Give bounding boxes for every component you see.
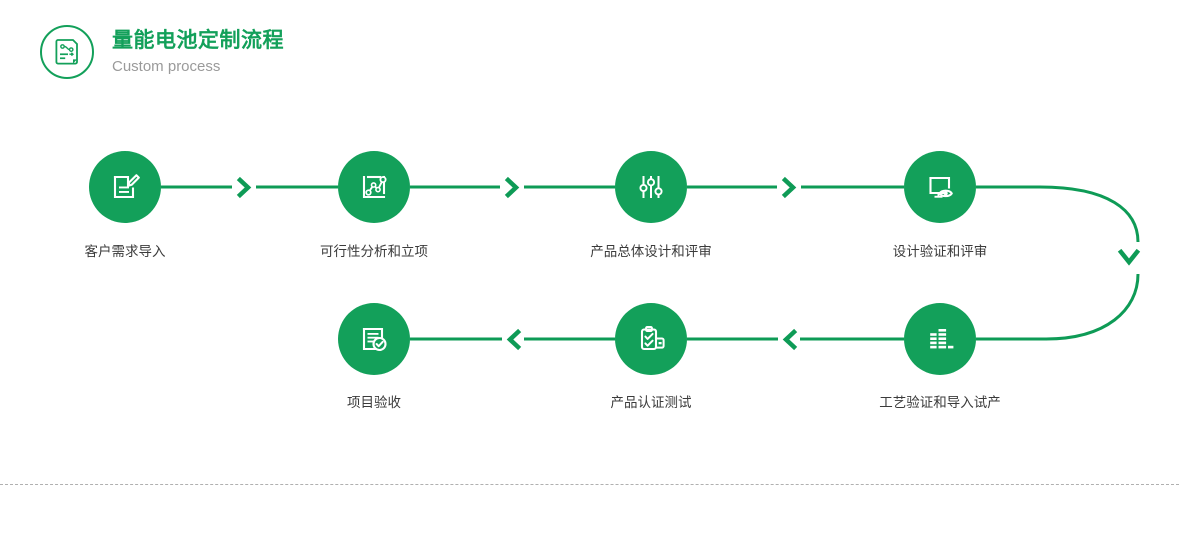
process-node-5[interactable] [904, 303, 976, 375]
connector-step2-step3 [410, 176, 615, 199]
chevron-right-icon [781, 176, 797, 199]
bar-blocks-icon [930, 329, 954, 349]
process-node-1[interactable] [89, 151, 161, 223]
line-chart-icon [362, 175, 387, 199]
process-node-5-label: 工艺验证和导入试产 [879, 395, 1001, 410]
process-node-3-label: 产品总体设计和评审 [590, 244, 712, 259]
connector-step5-step6 [687, 328, 904, 351]
chevron-down-icon [1117, 248, 1141, 266]
chevron-right-icon [504, 176, 520, 199]
clipboard-check-icon [640, 326, 665, 351]
page-title: 量能电池定制流程 [112, 28, 284, 52]
sliders-icon [639, 176, 663, 198]
process-node-7[interactable] [338, 303, 410, 375]
connector-step6-step7 [410, 328, 615, 351]
process-node-4-label: 设计验证和评审 [892, 244, 988, 259]
section-header: 量能电池定制流程 Custom process [40, 25, 284, 79]
document-check-icon [362, 327, 387, 352]
process-node-2[interactable] [338, 151, 410, 223]
connector-step3-step4 [687, 176, 904, 199]
header-badge [40, 25, 94, 79]
chevron-left-icon [506, 328, 522, 351]
header-text-block: 量能电池定制流程 Custom process [112, 28, 284, 77]
monitor-eye-icon [929, 176, 953, 198]
document-pencil-icon [113, 174, 140, 199]
process-node-6[interactable] [615, 303, 687, 375]
page-subtitle: Custom process [112, 57, 221, 75]
process-node-2-label: 可行性分析和立项 [320, 244, 428, 259]
bottom-dashed-divider [0, 484, 1179, 485]
process-node-7-label: 项目验收 [347, 395, 401, 410]
chevron-right-icon [236, 176, 252, 199]
process-node-6-label: 产品认证测试 [610, 395, 692, 410]
connector-step4-step5 [976, 185, 1141, 341]
process-node-4[interactable] [904, 151, 976, 223]
process-node-1-label: 客户需求导入 [84, 244, 166, 259]
connector-step1-step2 [161, 176, 338, 199]
flowchart-document-icon [55, 39, 78, 65]
chevron-left-icon [782, 328, 798, 351]
process-node-3[interactable] [615, 151, 687, 223]
